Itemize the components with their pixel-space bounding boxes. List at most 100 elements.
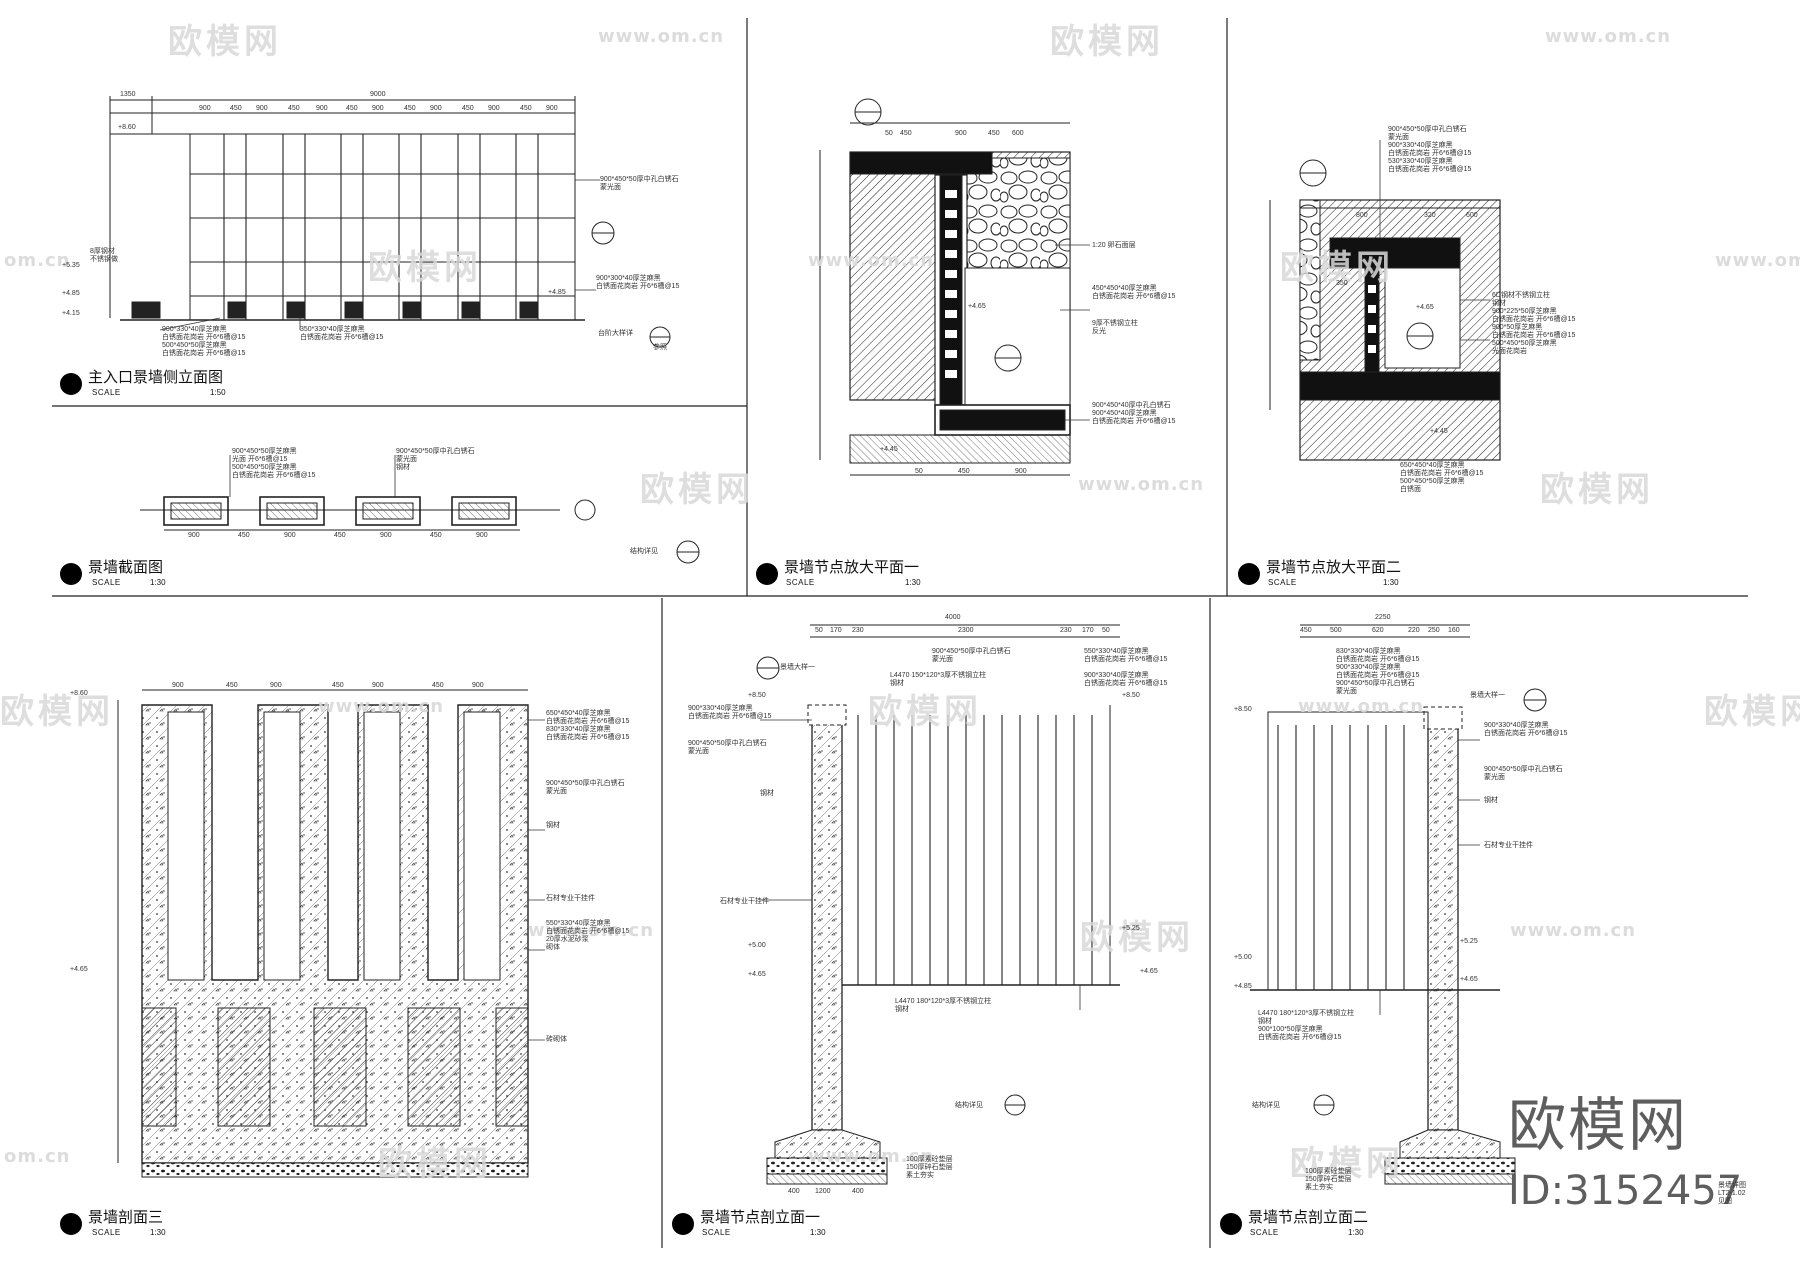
watermark-url: www.om.cn [1078,474,1205,495]
level-mark: +8.60 [70,690,88,697]
watermark-url: www.om.cn [808,1146,935,1167]
p3-plan-drawing [819,98,1071,476]
p5-note: 900*450*50厚中孔白锈石蒙光面 [546,780,625,796]
level-mark: +4.65 [1460,976,1478,983]
panel-title: 景墙截面图 [88,558,164,576]
p7-dim: 620 [1372,627,1384,634]
p3-dim: 600 [1012,130,1024,137]
p1-dim: 450 [462,105,474,112]
p7-note: 900*330*40厚芝麻黑白锈面花岗岩 开6*6槽@15 [1484,722,1568,738]
p3-dim: 900 [955,130,967,137]
p6-dim: 230 [852,627,864,634]
p1-note: 900*300*40厚芝麻黑白锈面花岗岩 开6*6槽@15 [596,275,680,291]
p6-dim: 230 [1060,627,1072,634]
p5-dim: 900 [172,682,184,689]
p6-note: 结构详见 [955,1102,983,1109]
p5-dim: 900 [270,682,282,689]
watermark-brand: 欧模网 [378,1144,492,1184]
p4-plan-drawing [1269,159,1501,461]
p1-dim: 450 [288,105,300,112]
watermark-brand: 欧模网 [168,22,282,62]
panel-title: 景墙剖面三 [88,1208,164,1226]
p5-note: 钢材 [546,822,560,829]
p6-dim: 170 [830,627,842,634]
p5-dim: 450 [332,682,344,689]
level-mark: +4.65 [968,303,986,310]
watermark-brand: 欧模网 [1280,248,1394,288]
scale-ratio: 1:50 [210,388,226,397]
p3-dim: 900 [1015,468,1027,475]
level-mark: +4.45 [880,446,898,453]
p1-dim: 900 [546,105,558,112]
p1-dim: 900 [256,105,268,112]
p6-note: 900*330*40厚芝麻黑白锈面花岗岩 开6*6槽@15 [688,705,772,721]
p2-dim: 450 [334,532,346,539]
p1-dim: 450 [520,105,532,112]
p2-dim: 900 [380,532,392,539]
watermark-brand: 欧模网 [0,692,114,732]
p1-note: 900*450*50厚中孔白锈石蒙光面 [600,176,679,192]
watermark-url: om.cn [4,250,71,271]
p1-elevation-drawing [109,96,671,348]
watermark-brand: 欧模网 [640,470,754,510]
p6-dim: 50 [815,627,823,634]
p6-dim: 50 [1102,627,1110,634]
p1-dim: 900 [488,105,500,112]
p5-dim: 450 [432,682,444,689]
scale-label: SCALE [1268,578,1297,587]
p7-note: 900*450*50厚中孔白锈石蒙光面 [1484,766,1563,782]
p6-dim: 400 [788,1188,800,1195]
p7-note: 钢材 [1484,797,1498,804]
watermark-brand: 欧模网 [1050,22,1164,62]
p6-note: 景墙大样一 [780,664,815,671]
p2-dim: 450 [238,532,250,539]
watermark-url: om.cn [4,1146,71,1167]
panel-title: 景墙节点剖立面一 [700,1208,821,1226]
scale-label: SCALE [786,578,815,587]
p1-dim-total-left: 1350 [120,91,136,98]
panel-title: 景墙节点放大平面二 [1266,558,1402,576]
p2-dim: 900 [476,532,488,539]
p6-note: L4470 180*120*3厚不锈钢立柱钢材 [895,998,992,1014]
level-mark: +4.15 [62,310,80,317]
p7-note: 石材专业干挂件 [1484,842,1533,849]
watermark-url: www.om.cn [1298,696,1425,717]
panel-title: 主入口景墙侧立面图 [88,368,224,386]
p5-note: 砖砌体 [546,1036,567,1043]
p6-dim: 2300 [958,627,974,634]
p7-note: 结构详见 [1252,1102,1280,1109]
level-mark: +4.65 [748,971,766,978]
p1-dim: 900 [430,105,442,112]
scale-ratio: 1:30 [150,578,166,587]
p1-dim: 450 [404,105,416,112]
scale-label: SCALE [1250,1228,1279,1237]
p6-dim: 170 [1082,627,1094,634]
leader-lines [159,140,1490,1041]
p7-dim: 250 [1428,627,1440,634]
p1-dim: 900 [372,105,384,112]
model-id: ID:3152457 [1508,1168,1743,1214]
scale-ratio: 1:30 [905,578,921,587]
p4-dim: 800 [1356,212,1368,219]
level-mark: +5.35 [62,262,80,269]
level-mark: +4.65 [1140,968,1158,975]
p5-dim: 900 [472,682,484,689]
scale-ratio: 1:30 [1383,578,1399,587]
p6-dim: 4000 [945,614,961,621]
p4-dim: 320 [1424,212,1436,219]
p1-note: 8厚钢材不锈钢做 [90,248,118,264]
watermark-url: www.om.cn [1715,250,1800,271]
scale-label: SCALE [92,1228,121,1237]
p2-dim: 450 [430,532,442,539]
p7-section-drawing [1250,624,1547,1185]
level-mark: +8.50 [1122,692,1140,699]
scale-label: SCALE [702,1228,731,1237]
